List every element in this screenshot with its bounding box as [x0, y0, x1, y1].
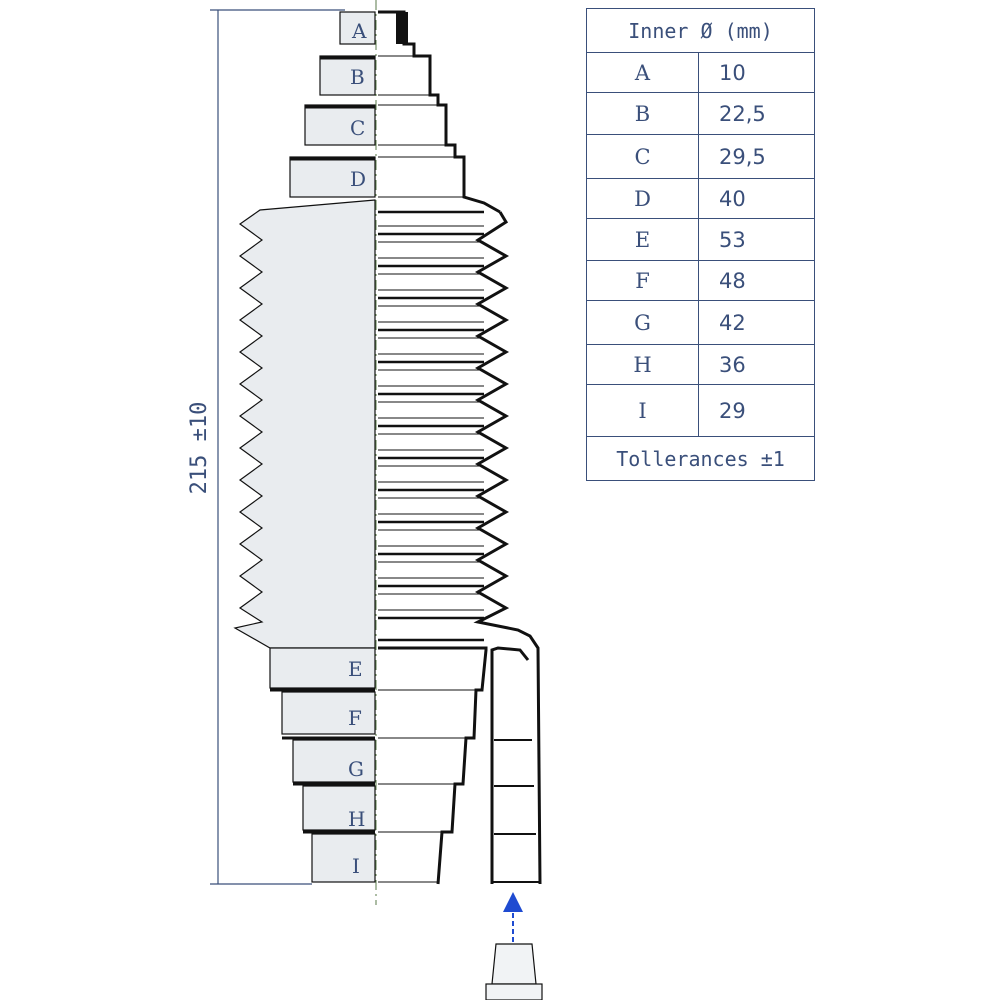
- boot-body: [233, 11, 376, 883]
- section-label-i: I: [352, 854, 360, 878]
- inner-diameter-table: Inner Ø (mm) A 10 B 22,5 C 29,5 D 40 E 5…: [586, 8, 815, 481]
- table-row: E 53: [586, 218, 815, 261]
- row-label: H: [586, 344, 699, 385]
- row-label: C: [586, 134, 699, 179]
- table-row: A 10: [586, 52, 815, 93]
- section-label-a: A: [351, 19, 367, 43]
- row-value: 42: [698, 300, 815, 345]
- table-row: H 36: [586, 344, 815, 385]
- collar-a-thick: [396, 12, 408, 44]
- row-label: D: [586, 178, 699, 219]
- table-row: D 40: [586, 178, 815, 219]
- row-label: E: [586, 218, 699, 261]
- row-label: A: [586, 52, 699, 93]
- table-header: Inner Ø (mm): [586, 8, 815, 53]
- row-value: 40: [698, 178, 815, 219]
- row-label: G: [586, 300, 699, 345]
- section-label-h: H: [348, 807, 365, 831]
- row-label: B: [586, 92, 699, 135]
- section-inner-lines: [378, 55, 484, 883]
- section-inner-dark-lines: [378, 210, 484, 642]
- table-row: G 42: [586, 300, 815, 345]
- row-value: 22,5: [698, 92, 815, 135]
- table-row: I 29: [586, 384, 815, 437]
- bellows-right-wave: [473, 211, 542, 885]
- section-right: [378, 10, 542, 885]
- row-value: 29,5: [698, 134, 815, 179]
- row-value: 10: [698, 52, 815, 93]
- row-value: 36: [698, 344, 815, 385]
- adapter-plug: [485, 943, 543, 1000]
- row-value: 53: [698, 218, 815, 261]
- row-label: I: [586, 384, 699, 437]
- section-label-g: G: [348, 757, 364, 781]
- row-label: F: [586, 260, 699, 301]
- bellows-left-outline: [233, 199, 376, 649]
- section-label-c: C: [350, 116, 365, 140]
- section-labels: A B C D E F G H I: [348, 19, 367, 878]
- table-row: C 29,5: [586, 134, 815, 179]
- section-label-b: B: [350, 65, 365, 89]
- row-value: 29: [698, 384, 815, 437]
- tolerance-note: Tollerances ±1: [586, 436, 815, 481]
- section-label-f: F: [348, 706, 362, 730]
- tail-pipe-steps: [492, 739, 540, 883]
- collar-ring-lines: [270, 56, 375, 834]
- row-value: 48: [698, 260, 815, 301]
- length-dimension: [210, 9, 345, 885]
- section-label-e: E: [348, 657, 363, 681]
- length-dimension-label: 215 ±10: [187, 402, 212, 495]
- section-label-d: D: [350, 167, 366, 191]
- table-row: B 22,5: [586, 92, 815, 135]
- table-row: F 48: [586, 260, 815, 301]
